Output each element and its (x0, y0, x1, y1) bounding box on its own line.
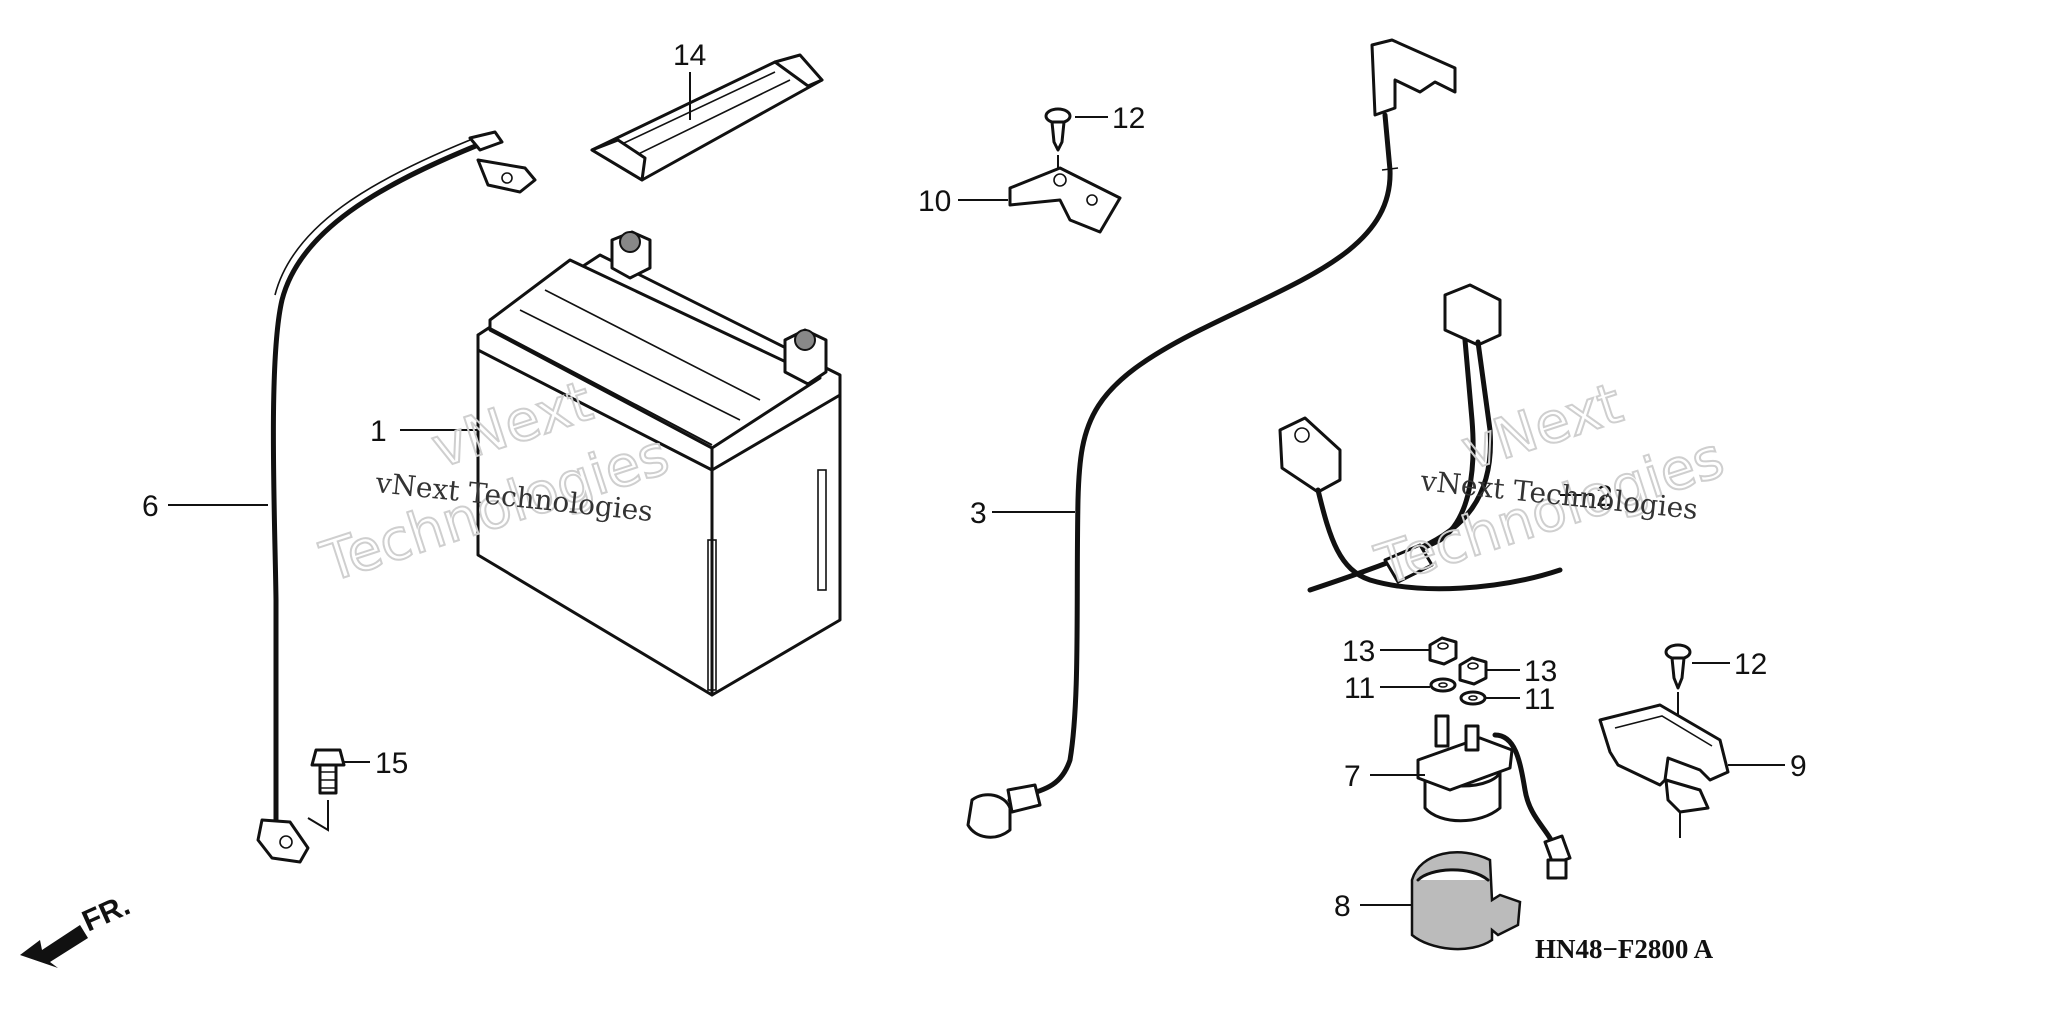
stay-plate[interactable] (1008, 166, 1122, 234)
callout-1: 1 (370, 415, 387, 448)
bracket-cover[interactable] (1598, 703, 1730, 838)
battery[interactable] (476, 230, 842, 697)
callout-11-left: 11 (1344, 672, 1375, 705)
callout-12-right: 12 (1734, 648, 1767, 681)
front-label: FR. (77, 889, 135, 939)
nut-right[interactable] (1458, 656, 1488, 686)
callout-3: 3 (970, 497, 987, 530)
callout-13-left: 13 (1342, 635, 1375, 668)
callout-7: 7 (1344, 760, 1361, 793)
negative-cable[interactable] (256, 130, 537, 864)
callout-6: 6 (142, 490, 159, 523)
callout-11-right: 11 (1524, 683, 1555, 716)
positive-cable[interactable] (966, 38, 1457, 839)
callout-13-right: 13 (1524, 655, 1557, 688)
callout-labels: 1 14 6 15 12 10 3 2 13 13 11 11 12 9 7 8 (142, 39, 1807, 923)
watermark-right: vNext Technologies vNext Technologies (1367, 370, 1732, 600)
callout-8: 8 (1334, 890, 1351, 923)
nut-left[interactable] (1428, 636, 1458, 666)
callout-15: 15 (375, 747, 408, 780)
washer-right[interactable] (1459, 690, 1487, 706)
starter-relay[interactable] (1416, 714, 1572, 880)
callout-2: 2 (1596, 480, 1613, 513)
diagram-code: HN48−F2800 A (1535, 934, 1714, 964)
battery-band[interactable] (590, 53, 824, 182)
leader-lines (168, 72, 1785, 906)
callout-12-top: 12 (1112, 102, 1145, 135)
relay-cover[interactable] (1410, 851, 1522, 951)
washer-left[interactable] (1429, 677, 1457, 693)
tapping-screw-top[interactable] (1044, 107, 1072, 178)
front-direction-arrow: FR. (20, 889, 135, 968)
callout-9: 9 (1790, 750, 1807, 783)
flange-bolt[interactable] (307, 748, 346, 832)
callout-14: 14 (673, 39, 706, 72)
tapping-screw-right[interactable] (1664, 643, 1692, 718)
starter-cable[interactable] (1278, 283, 1563, 593)
callout-10: 10 (918, 185, 951, 218)
